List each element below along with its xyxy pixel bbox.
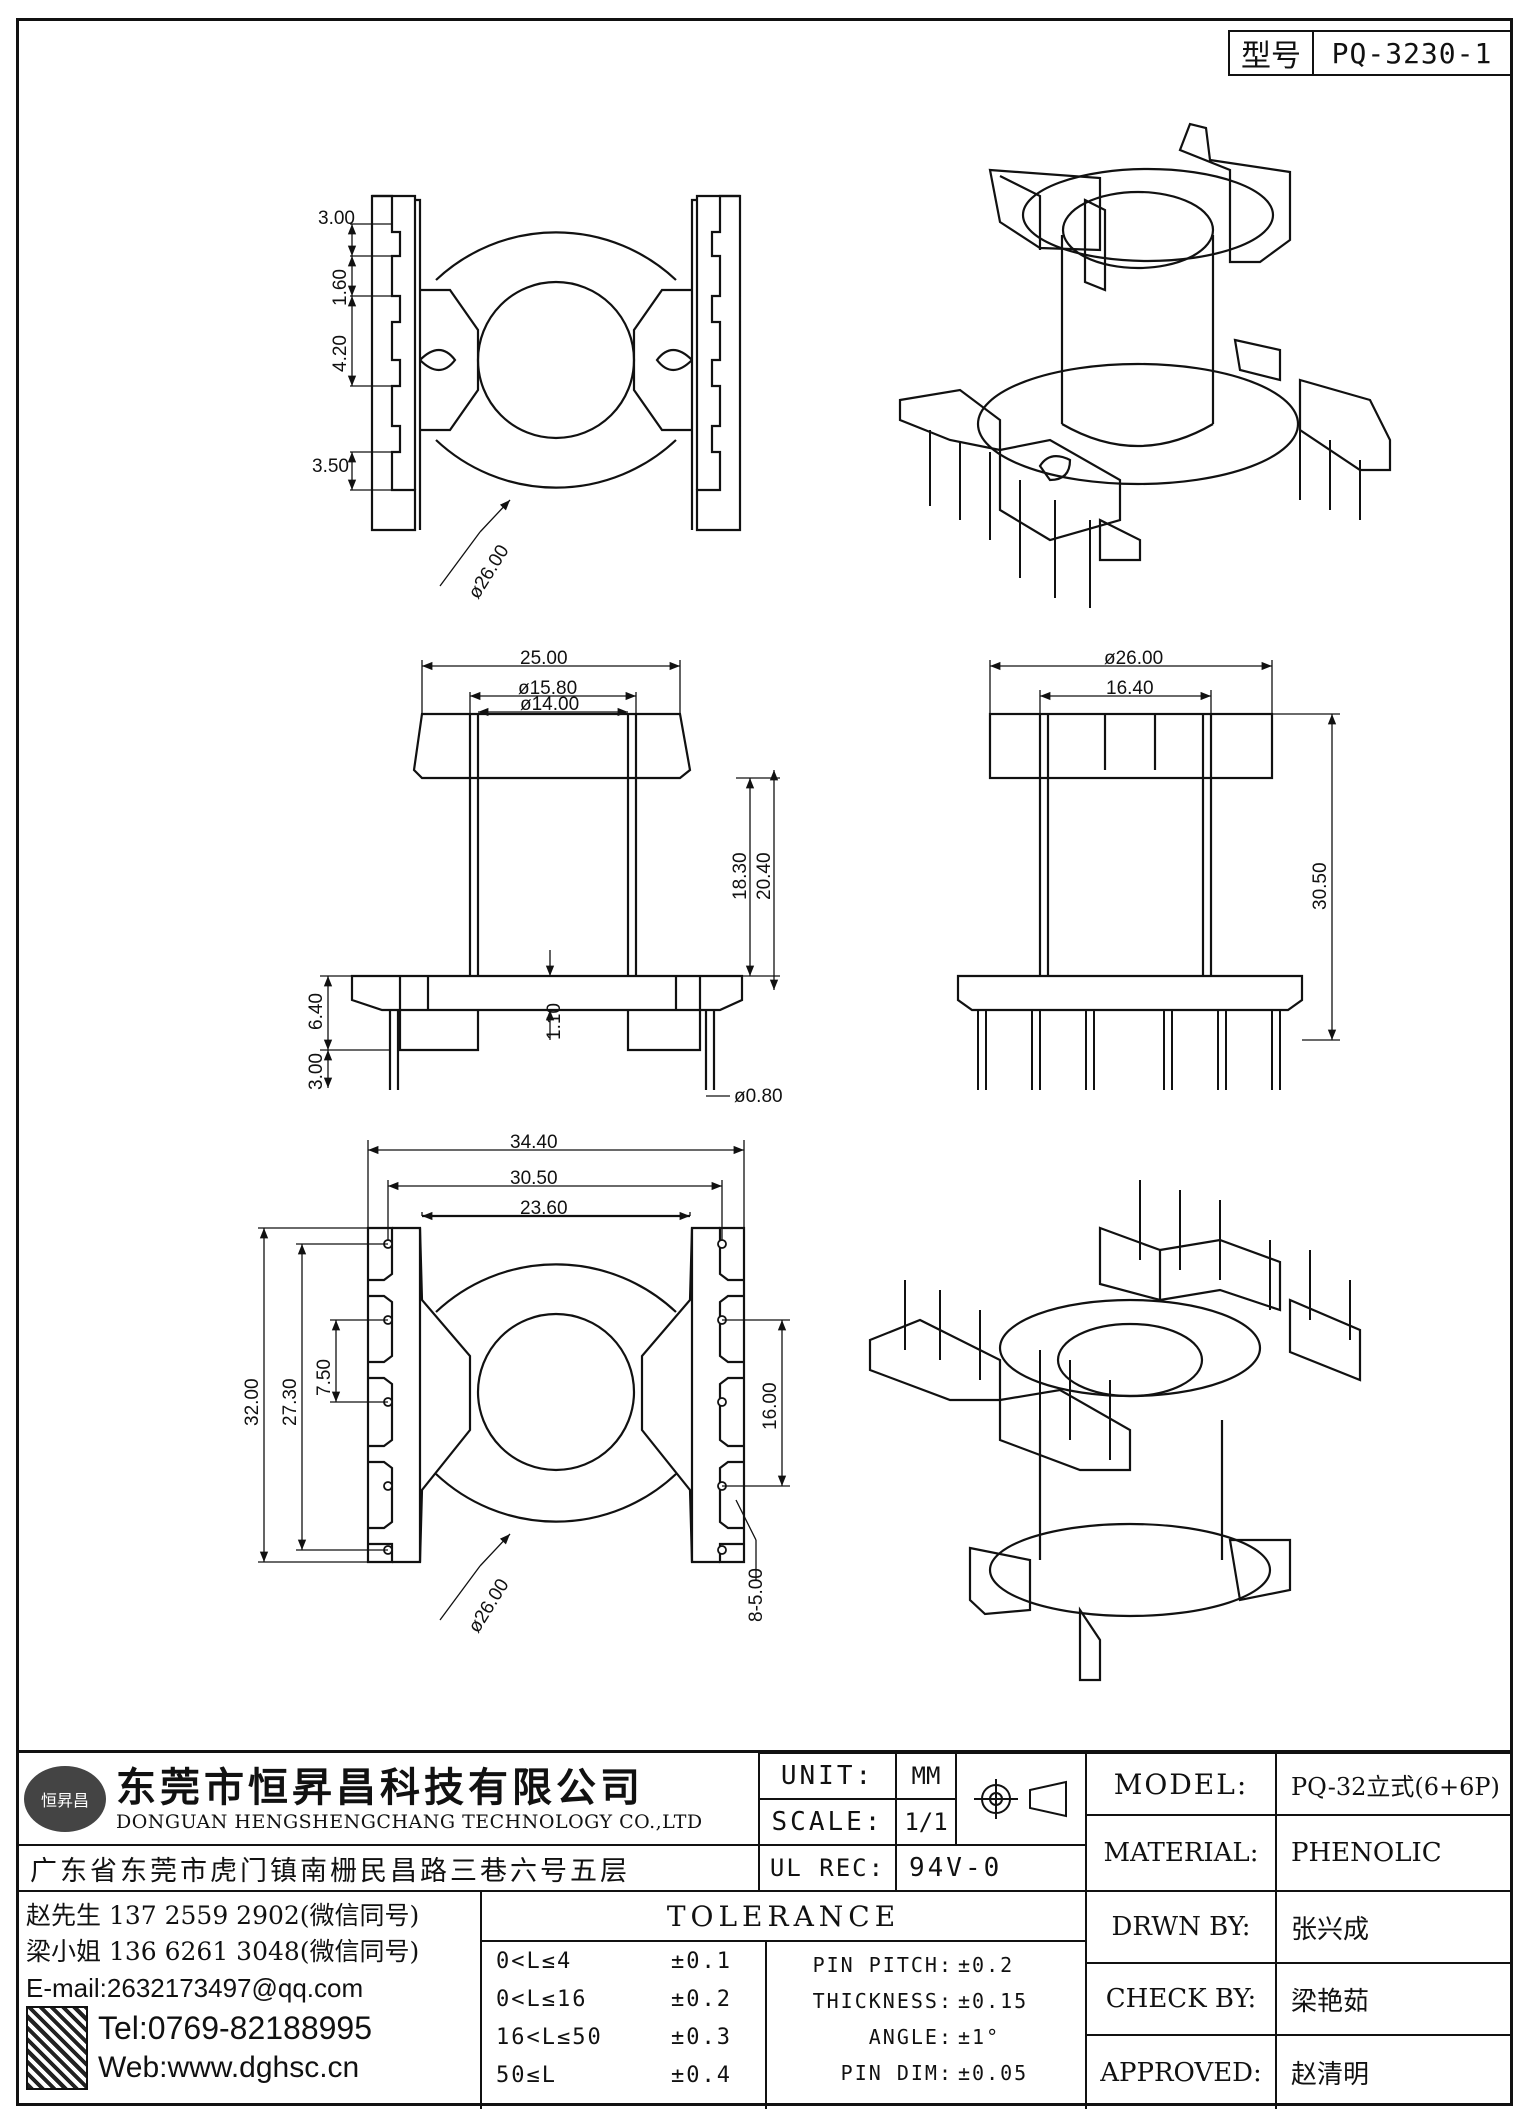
material-value: PHENOLIC (1276, 1815, 1513, 1891)
extra-tol-1: ±0.15 (958, 1989, 1029, 2013)
bottom-view: 34.40 30.50 23.60 32.00 27.30 7.50 16.00… (242, 1132, 790, 1637)
company-name-cn: 东莞市恒昇昌科技有限公司 (116, 1763, 644, 1811)
tol-value-1: ±0.2 (671, 1987, 732, 2012)
tol-value-0: ±0.1 (671, 1949, 732, 1974)
dim-side-260: ø26.00 (1104, 648, 1163, 669)
dim-top-300: 3.00 (318, 208, 355, 229)
drawing-sheet (16, 18, 1513, 2106)
tolerance-title: TOLERANCE (481, 1891, 1086, 1941)
projection-symbol-cell (956, 1753, 1086, 1845)
unit-label: UNIT: (759, 1753, 896, 1799)
dim-top-420: 4.20 (330, 335, 351, 372)
tol-value-3: ±0.4 (671, 2063, 732, 2088)
extra-name-0: PIN PITCH: (812, 1953, 953, 1977)
dim-top-350: 3.50 (312, 456, 349, 477)
part-number-box: 型号 PQ-3230-1 (1228, 30, 1512, 76)
tol-value-2: ±0.3 (671, 2025, 732, 2050)
dim-side-164: 16.40 (1106, 678, 1154, 699)
front-view: 25.00 ø15.80 ø14.00 18.30 20.40 6.40 3.0… (306, 648, 783, 1107)
dim-front-204: 20.40 (754, 852, 775, 900)
company-name-en: DONGUAN HENGSHENGCHANG TECHNOLOGY CO.,LT… (116, 1810, 703, 1833)
contact-2: 梁小姐 136 6261 3048(微信同号) (26, 1937, 420, 1966)
tolerance-range-cell (481, 1941, 766, 2109)
dim-front-11: 1.10 (544, 1003, 565, 1040)
dim-front-pin: ø0.80 (734, 1086, 783, 1107)
address-cell: 广东省东莞市虎门镇南栅民昌路三巷六号五层 (16, 1845, 759, 1891)
approved-value: 赵清明 (1276, 2035, 1513, 2109)
tol-range-2: 16<L≤50 (496, 2025, 603, 2050)
dim-front-140: ø14.00 (520, 694, 579, 715)
ul-value: 94V-0 (896, 1845, 1086, 1891)
check-value: 梁艳茹 (1276, 1963, 1513, 2035)
technical-drawing: 3.00 1.60 4.20 3.50 ø26.00 (242, 122, 1392, 1682)
drawn-label: DRWN BY: (1086, 1891, 1276, 1963)
extra-name-3: PIN DIM: (840, 2061, 953, 2085)
extra-tol-3: ±0.05 (958, 2061, 1029, 2085)
model-value: PQ-32立式(6+6P) (1276, 1753, 1513, 1815)
logo-text: 恒昇昌 (40, 1790, 89, 1810)
email: E-mail:2632173497@qq.com (26, 1973, 364, 2003)
dim-bottom-pitch: 8-5.00 (746, 1568, 767, 1622)
scale-label: SCALE: (759, 1799, 896, 1845)
ul-label: UL REC: (759, 1845, 896, 1891)
contact-1: 赵先生 137 2559 2902(微信同号) (26, 1901, 420, 1930)
extra-tol-2: ±1° (958, 2025, 1001, 2049)
qr-code (26, 2006, 88, 2090)
dim-front-30: 3.00 (306, 1053, 327, 1090)
iso-view-2 (868, 1180, 1362, 1682)
scale-value: 1/1 (896, 1799, 956, 1845)
extra-tol-0: ±0.2 (958, 1953, 1015, 1977)
website: Web:www.dghsc.cn (98, 2051, 360, 2084)
dim-bottom-273: 27.30 (280, 1378, 301, 1426)
dim-front-158: ø15.80 (518, 678, 577, 699)
dim-bottom-305: 30.50 (510, 1168, 558, 1189)
dim-top-160: 1.60 (330, 269, 351, 306)
tol-range-3: 50≤L (496, 2063, 557, 2088)
dim-top-dia: ø26.00 (464, 541, 513, 602)
tol-range-1: 0<L≤16 (496, 1987, 588, 2012)
dim-front-64: 6.40 (306, 993, 327, 1030)
part-number: PQ-3230-1 (1331, 36, 1493, 70)
tol-range-0: 0<L≤4 (496, 1949, 573, 1974)
extra-name-1: THICKNESS: (812, 1989, 953, 2013)
extra-name-2: ANGLE: (868, 2025, 953, 2049)
material-label: MATERIAL: (1086, 1815, 1276, 1891)
company-logo: 恒昇昌 (24, 1765, 106, 1832)
check-label: CHECK BY: (1086, 1963, 1276, 2035)
tolerance-extra-cell (766, 1941, 1086, 2109)
approved-label: APPROVED: (1086, 2035, 1276, 2109)
dim-bottom-320: 32.00 (242, 1378, 263, 1426)
model-label: MODEL: (1086, 1753, 1276, 1815)
iso-view-1 (898, 122, 1392, 608)
top-view: 3.00 1.60 4.20 3.50 ø26.00 (312, 194, 742, 603)
dim-bottom-75: 7.50 (314, 1359, 335, 1396)
tel: Tel:0769-82188995 (98, 2010, 373, 2046)
dim-side-305: 30.50 (1310, 862, 1331, 910)
contact-cell: 赵先生 137 2559 2902(微信同号) 梁小姐 136 6261 304… (16, 1891, 481, 2109)
dim-bottom-236: 23.60 (520, 1198, 568, 1219)
dim-front-25: 25.00 (520, 648, 568, 669)
dim-bottom-160: 16.00 (760, 1382, 781, 1430)
company-cell: 恒昇昌 东莞市恒昇昌科技有限公司 DONGUAN HENGSHENGCHANG … (16, 1753, 759, 1845)
drawn-value: 张兴成 (1276, 1891, 1513, 1963)
title-block: 恒昇昌 东莞市恒昇昌科技有限公司 DONGUAN HENGSHENGCHANG … (16, 1750, 1513, 2109)
dim-bottom-344: 34.40 (510, 1132, 558, 1153)
dim-front-183: 18.30 (730, 852, 751, 900)
unit-value: MM (896, 1753, 956, 1799)
part-label: 型号 (1230, 32, 1314, 74)
dim-bottom-dia: ø26.00 (464, 1575, 513, 1636)
side-view: ø26.00 16.40 30.50 (956, 648, 1340, 1090)
projection-icon (974, 1779, 1067, 1819)
